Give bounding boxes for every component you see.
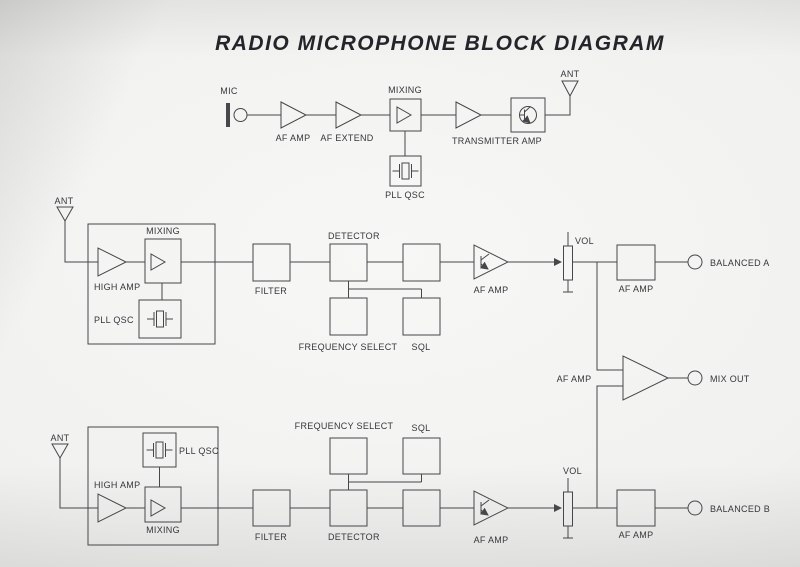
balanced-a-label: BALANCED A (710, 258, 770, 268)
mix-out-section: AF AMP MIX OUT (557, 262, 750, 508)
sql-label: SQL (412, 423, 431, 433)
sql-label: SQL (412, 342, 431, 352)
transistor-icon (479, 253, 490, 270)
high-amp-triangle (97, 493, 128, 523)
sql-box (402, 297, 441, 336)
front-end-enclosure (87, 223, 216, 345)
frequency-select-label: FREQUENCY SELECT (295, 421, 394, 431)
antenna-icon (51, 443, 69, 460)
af-amp-label: AF AMP (276, 133, 311, 143)
sql-box (402, 437, 441, 475)
microphone-icon (226, 103, 248, 127)
af-amp-triangle (473, 490, 510, 526)
transmitter-amp-box (510, 97, 546, 133)
vol-label: VOL (575, 236, 594, 246)
af-amp-label: AF AMP (474, 285, 509, 295)
filter-label: FILTER (255, 286, 287, 296)
high-amp-triangle (97, 247, 128, 277)
af-amp-out-box (616, 244, 656, 281)
mixing-box (144, 486, 182, 523)
output-terminal (687, 370, 703, 386)
rx-a-wires (64, 221, 688, 300)
mixer-triangle-icon (396, 106, 412, 124)
antenna-icon (56, 206, 74, 223)
mic-label: MIC (220, 86, 238, 96)
mix-out-label: MIX OUT (710, 374, 750, 384)
pll-qsc-box (389, 155, 422, 187)
crystal-icon (146, 441, 173, 459)
pll-qsc-label: PLL QSC (179, 446, 219, 456)
detector-box-2 (402, 243, 441, 282)
af-extend-triangle (335, 101, 363, 129)
mixing-label: MIXING (146, 226, 180, 236)
mixing-label: MIXING (388, 85, 422, 95)
frequency-select-box (329, 297, 368, 336)
volume-pot-icon (563, 232, 573, 293)
driver-amp-triangle (455, 101, 483, 129)
ant-label: ANT (561, 69, 580, 79)
antenna-icon (561, 80, 579, 98)
mix-wires (596, 262, 688, 508)
mix-amp-triangle (622, 355, 670, 401)
detector-box-1 (329, 489, 368, 527)
mixing-box (144, 238, 182, 284)
detector-box-1 (329, 243, 368, 282)
rx-b-wires (59, 458, 688, 509)
filter-box (252, 243, 291, 282)
af-amp-label: AF AMP (474, 535, 509, 545)
transistor-icon (519, 106, 537, 124)
rx-a-chain: ANT HIGH AMP MIXING PLL QSC FILTER DETEC… (55, 196, 770, 352)
high-amp-label: HIGH AMP (94, 480, 140, 490)
af-amp-triangle (473, 244, 510, 280)
af-amp-out-label: AF AMP (619, 284, 654, 294)
crystal-icon (392, 162, 419, 180)
ant-label: ANT (55, 196, 74, 206)
volume-pot-icon (563, 478, 573, 539)
pll-qsc-box (138, 299, 182, 339)
af-amp-out-label: AF AMP (619, 530, 654, 540)
mixer-triangle-icon (150, 253, 166, 271)
mix-af-amp-label: AF AMP (557, 374, 592, 384)
detector-label: DETECTOR (328, 231, 380, 241)
transmitter-amp-label: TRANSMITTER AMP (452, 136, 542, 146)
af-amp-triangle (280, 101, 308, 129)
frequency-select-box (329, 437, 368, 475)
ant-label: ANT (51, 433, 70, 443)
tx-chain: MIC AF AMP AF EXTEND MIXING TRANSMITTER … (220, 69, 579, 200)
frequency-select-label: FREQUENCY SELECT (299, 342, 398, 352)
tx-wires (247, 96, 571, 156)
balanced-b-label: BALANCED B (710, 504, 770, 514)
output-terminal (687, 500, 703, 516)
af-amp-out-box (616, 489, 656, 527)
detector-label: DETECTOR (328, 532, 380, 542)
transistor-icon (479, 499, 490, 516)
filter-label: FILTER (255, 532, 287, 542)
pll-qsc-box (142, 432, 177, 468)
af-extend-label: AF EXTEND (320, 133, 373, 143)
high-amp-label: HIGH AMP (94, 282, 140, 292)
detector-box-2 (402, 489, 441, 527)
crystal-icon (146, 310, 174, 328)
mixing-label: MIXING (146, 525, 180, 535)
front-end-enclosure (87, 426, 219, 546)
rx-b-chain: ANT PLL QSC HIGH AMP MIXING FILTER FREQU… (51, 421, 770, 546)
output-terminal (687, 254, 703, 270)
page-title: RADIO MICROPHONE BLOCK DIAGRAM (215, 32, 665, 55)
pll-qsc-label: PLL QSC (94, 315, 134, 325)
mixer-triangle-icon (150, 499, 166, 517)
vol-label: VOL (563, 466, 582, 476)
pll-qsc-label: PLL QSC (385, 190, 425, 200)
filter-box (252, 489, 291, 527)
mixing-box (389, 98, 422, 132)
